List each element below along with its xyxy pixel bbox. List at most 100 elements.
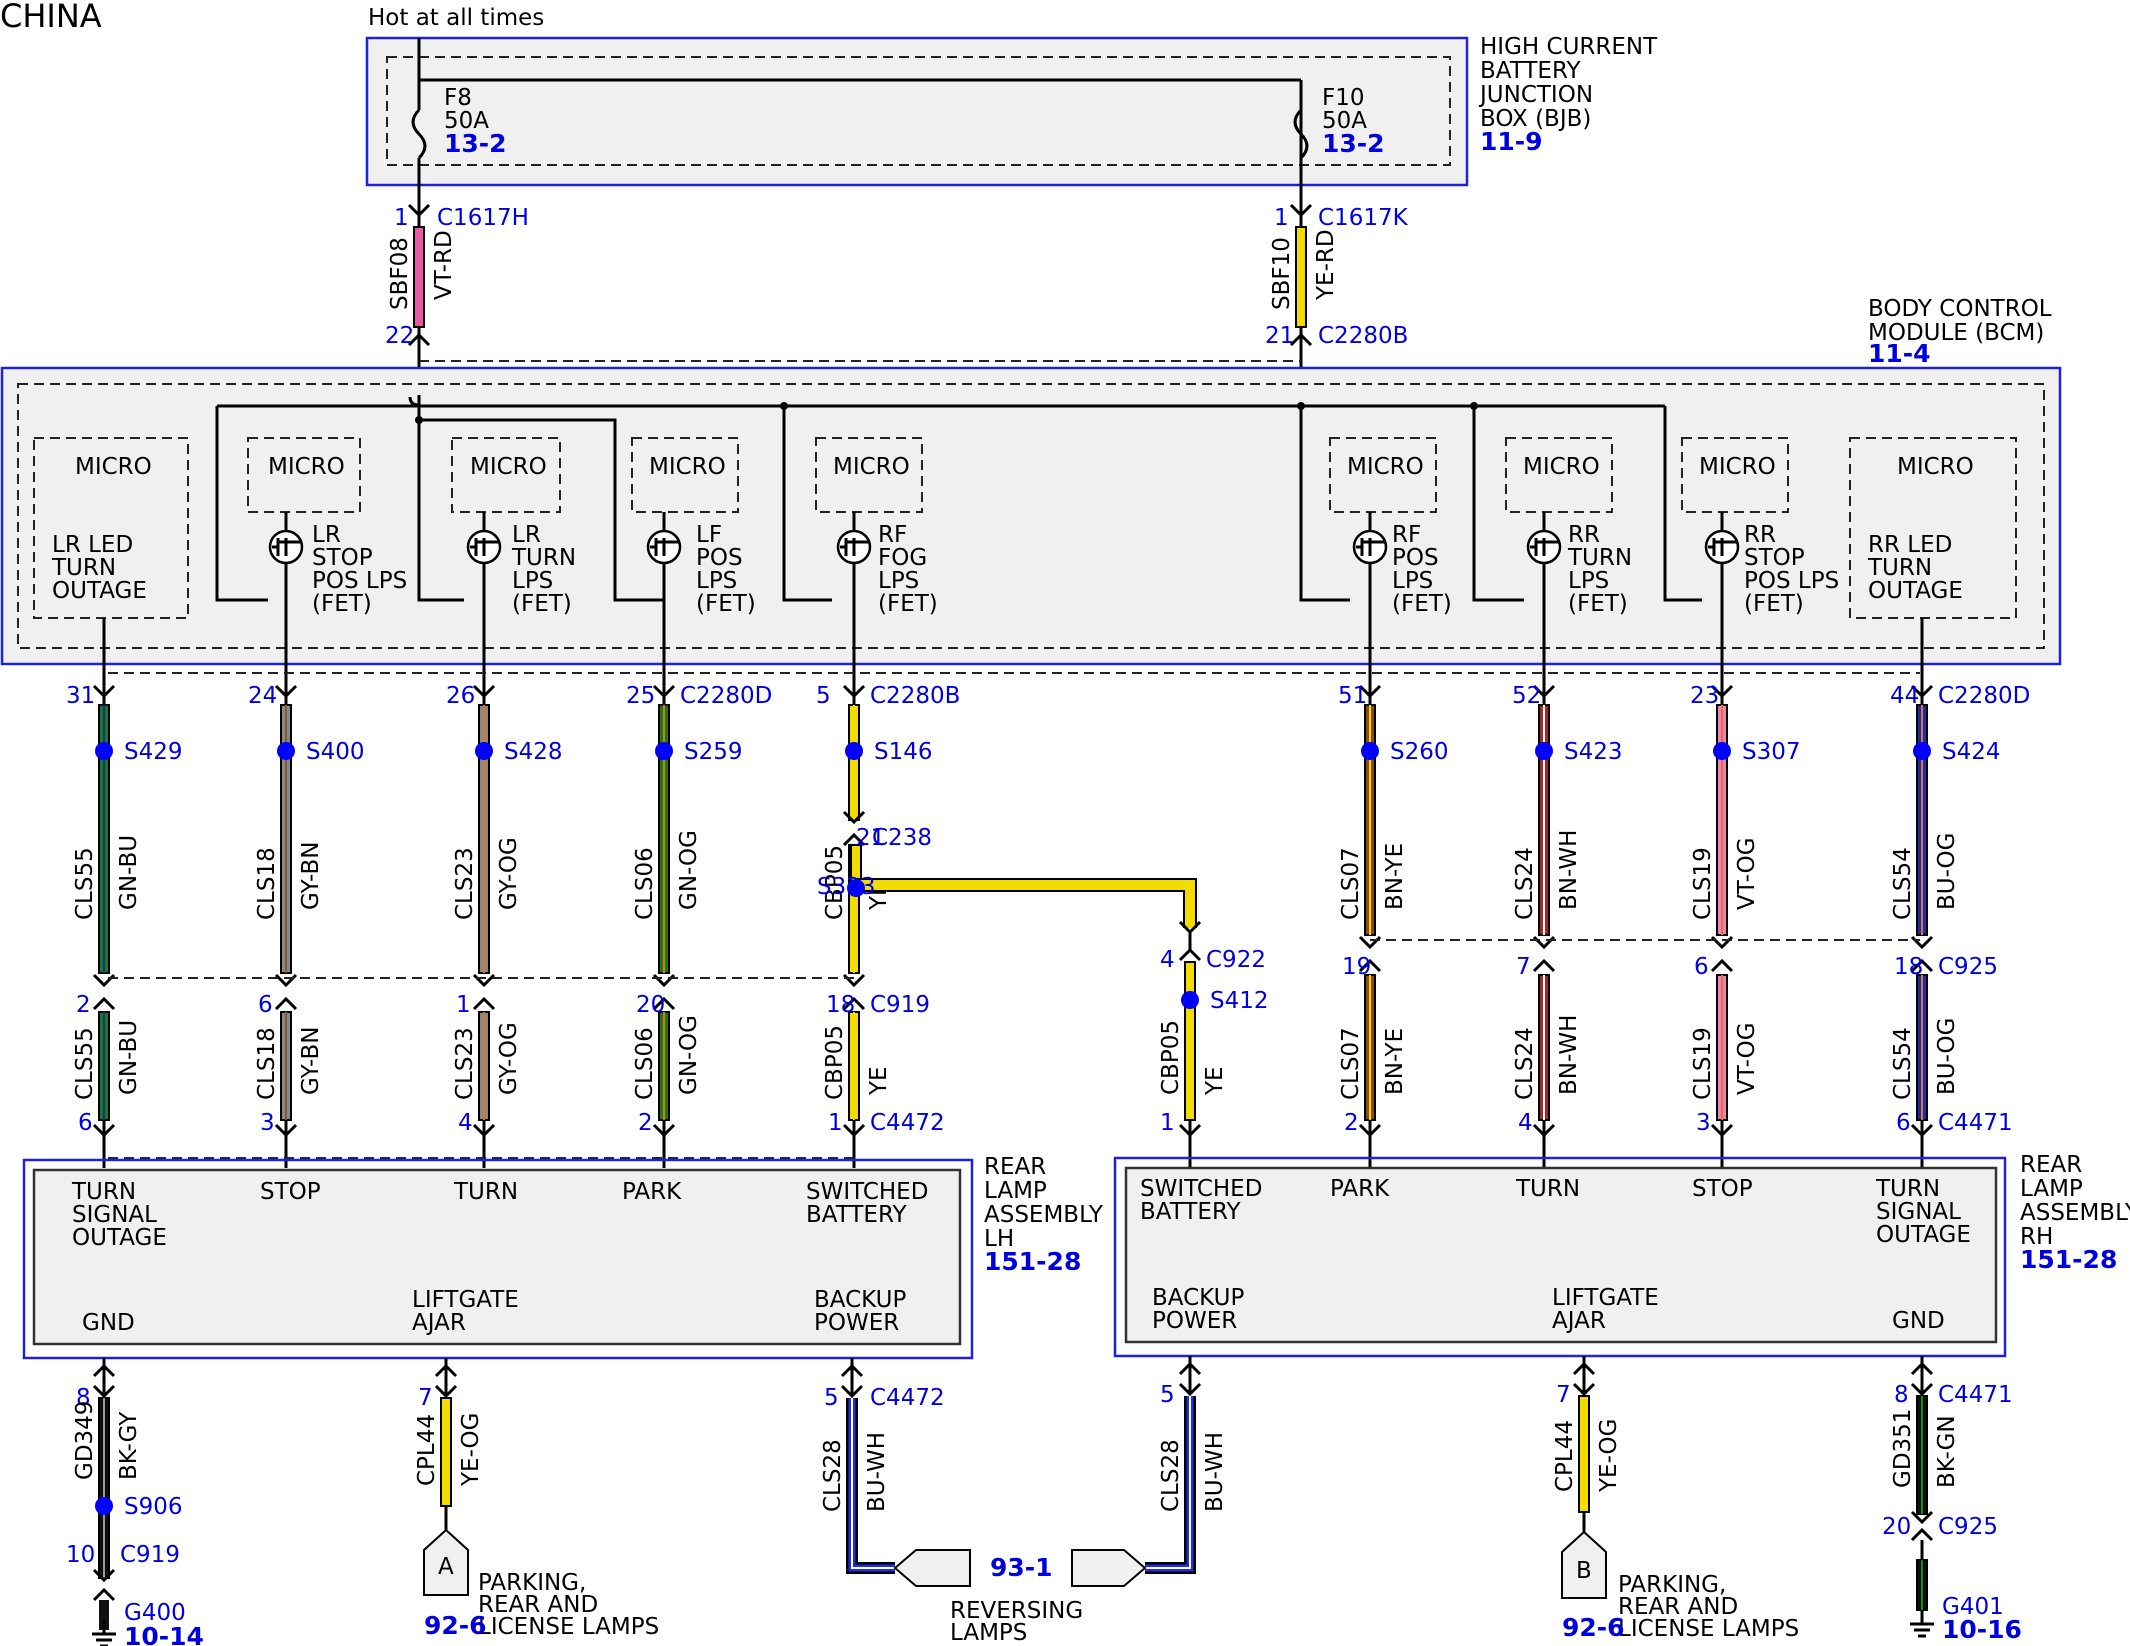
splice-s906-dot	[95, 1497, 113, 1515]
rear-lamp-assembly-rh	[1113, 1156, 2007, 1358]
micro-function-line: POS	[696, 545, 743, 571]
circuit-id: CLS55	[72, 847, 98, 920]
fuse-f8-ref[interactable]: 13-2	[444, 129, 507, 158]
splice-label: S146	[874, 739, 933, 765]
rear-lamp-assembly-lh	[22, 1158, 974, 1360]
lamp-pin: 3	[260, 1110, 275, 1136]
rh-liftgate-color: YE-OG	[1596, 1419, 1622, 1493]
rh-gnd-conn: C4471	[1938, 1382, 2013, 1408]
splice-dot	[475, 742, 493, 760]
micro-function-line: RR	[1568, 522, 1600, 548]
lh-pin-stop: STOP	[260, 1179, 321, 1205]
wire-color-lower: BU-OG	[1934, 1018, 1960, 1095]
bcm-pin: 26	[446, 683, 475, 709]
off-page-a-letter: A	[438, 1554, 454, 1580]
fuse-f10-ref[interactable]: 13-2	[1322, 129, 1385, 158]
micro-function-line: RF	[878, 522, 907, 548]
micro-label: MICRO	[75, 454, 152, 480]
rh-pin-backup-1: BACKUP	[1152, 1285, 1244, 1311]
lh-pin-switched-2: BATTERY	[806, 1202, 907, 1228]
micro-function-line: LPS	[1568, 568, 1609, 594]
circuit-id-lower: CLS54	[1890, 1027, 1916, 1100]
lamp-pin: 6	[1896, 1110, 1911, 1136]
bjb-title-3: JUNCTION	[1478, 82, 1593, 108]
micro-function-line: LF	[696, 522, 722, 548]
lh-title-4: LH	[984, 1226, 1014, 1252]
micro-label: MICRO	[1523, 454, 1600, 480]
lh-backup-pin: 5	[824, 1385, 839, 1411]
bjb-ref[interactable]: 11-9	[1480, 127, 1543, 156]
ground-g400-ref[interactable]: 10-14	[124, 1622, 204, 1646]
fuse-f10-icon	[1293, 108, 1309, 160]
splice-label: S307	[1742, 739, 1801, 765]
micro-function-line: LPS	[1392, 568, 1433, 594]
micro-label: MICRO	[1347, 454, 1424, 480]
circuit-id-lower: CBP05	[822, 1025, 848, 1100]
lh-liftgate-color: YE-OG	[458, 1413, 484, 1487]
splice-label: S260	[1390, 739, 1449, 765]
ground-g401-ref[interactable]: 10-16	[1942, 1615, 2022, 1644]
lh-backup-wire	[840, 1358, 971, 1587]
micro-label: MICRO	[268, 454, 345, 480]
sbf10-conn-bottom: C2280B	[1318, 323, 1408, 349]
lamp-pin: 2	[638, 1110, 653, 1136]
bcm-connector: C2280D	[1938, 683, 2030, 709]
micro-function-line: RF	[1392, 522, 1421, 548]
sbf10-conn-top: C1617K	[1318, 205, 1409, 231]
bcm-connector: C2280B	[870, 683, 960, 709]
lh-pin-backup-2: POWER	[814, 1310, 899, 1336]
sbf08-pin-top: 1	[394, 205, 409, 231]
ground-g400-label: G400	[124, 1600, 186, 1626]
sbf08-color: VT-RD	[431, 230, 457, 300]
reversing-ref[interactable]: 93-1	[990, 1553, 1053, 1582]
micro-label: MICRO	[470, 454, 547, 480]
splice-s412-dot	[1181, 991, 1199, 1009]
lh-backup-circuit: CLS28	[820, 1439, 846, 1512]
rh-pin-turn-signal-3: OUTAGE	[1876, 1222, 1971, 1248]
circuit-id-lower: CLS55	[72, 1027, 98, 1100]
sbf10-pin-top: 1	[1274, 205, 1289, 231]
bjb-title-1: HIGH CURRENT	[1480, 34, 1658, 60]
lh-title-1: REAR	[984, 1154, 1046, 1180]
rh-ref[interactable]: 151-28	[2020, 1245, 2117, 1274]
rh-pin-stop: STOP	[1692, 1176, 1753, 1202]
wire-color: VT-OG	[1734, 837, 1760, 910]
bcm-pin: 51	[1338, 683, 1367, 709]
lh-ref[interactable]: 151-28	[984, 1247, 1081, 1276]
lh-gnd-color: BK-GY	[116, 1411, 142, 1480]
sbf10-pin-bottom: 21	[1265, 323, 1294, 349]
micro-label: MICRO	[833, 454, 910, 480]
splice-label: S429	[124, 739, 183, 765]
bcm-pin: 23	[1690, 683, 1719, 709]
splice-s412-label: S412	[1210, 988, 1269, 1014]
rh-liftgate-ref[interactable]: 92-6	[1562, 1613, 1625, 1642]
lh-pin-park: PARK	[622, 1179, 682, 1205]
rh-gnd-pin2: 20	[1882, 1514, 1911, 1540]
inline-pin: 20	[636, 992, 665, 1018]
micro-function-line: RR LED	[1868, 532, 1952, 558]
circuit-id: CLS19	[1690, 847, 1716, 920]
lh-gnd-circuit: GD349	[72, 1401, 98, 1480]
body-control-module	[0, 366, 2062, 666]
micro-function-line: OUTAGE	[1868, 578, 1963, 604]
wire-color-lower: BN-WH	[1556, 1015, 1582, 1095]
lh-liftgate-ref[interactable]: 92-6	[424, 1611, 487, 1640]
lh-backup-color: BU-WH	[864, 1432, 890, 1512]
wire-color-lower: BN-YE	[1382, 1028, 1408, 1095]
reversing-desc-1: REVERSING	[950, 1598, 1083, 1624]
bjb-title-2: BATTERY	[1480, 58, 1581, 84]
c238-pin: 21	[856, 825, 885, 851]
splice-s906-label: S906	[124, 1494, 183, 1520]
rh-title-4: RH	[2020, 1224, 2053, 1250]
bcm-ref[interactable]: 11-4	[1868, 339, 1931, 368]
splice-dot	[1535, 742, 1553, 760]
inline-connector: C925	[1938, 954, 1998, 980]
splice-dot	[277, 742, 295, 760]
micro-function-line: OUTAGE	[52, 578, 147, 604]
circuit-id: CLS07	[1338, 847, 1364, 920]
